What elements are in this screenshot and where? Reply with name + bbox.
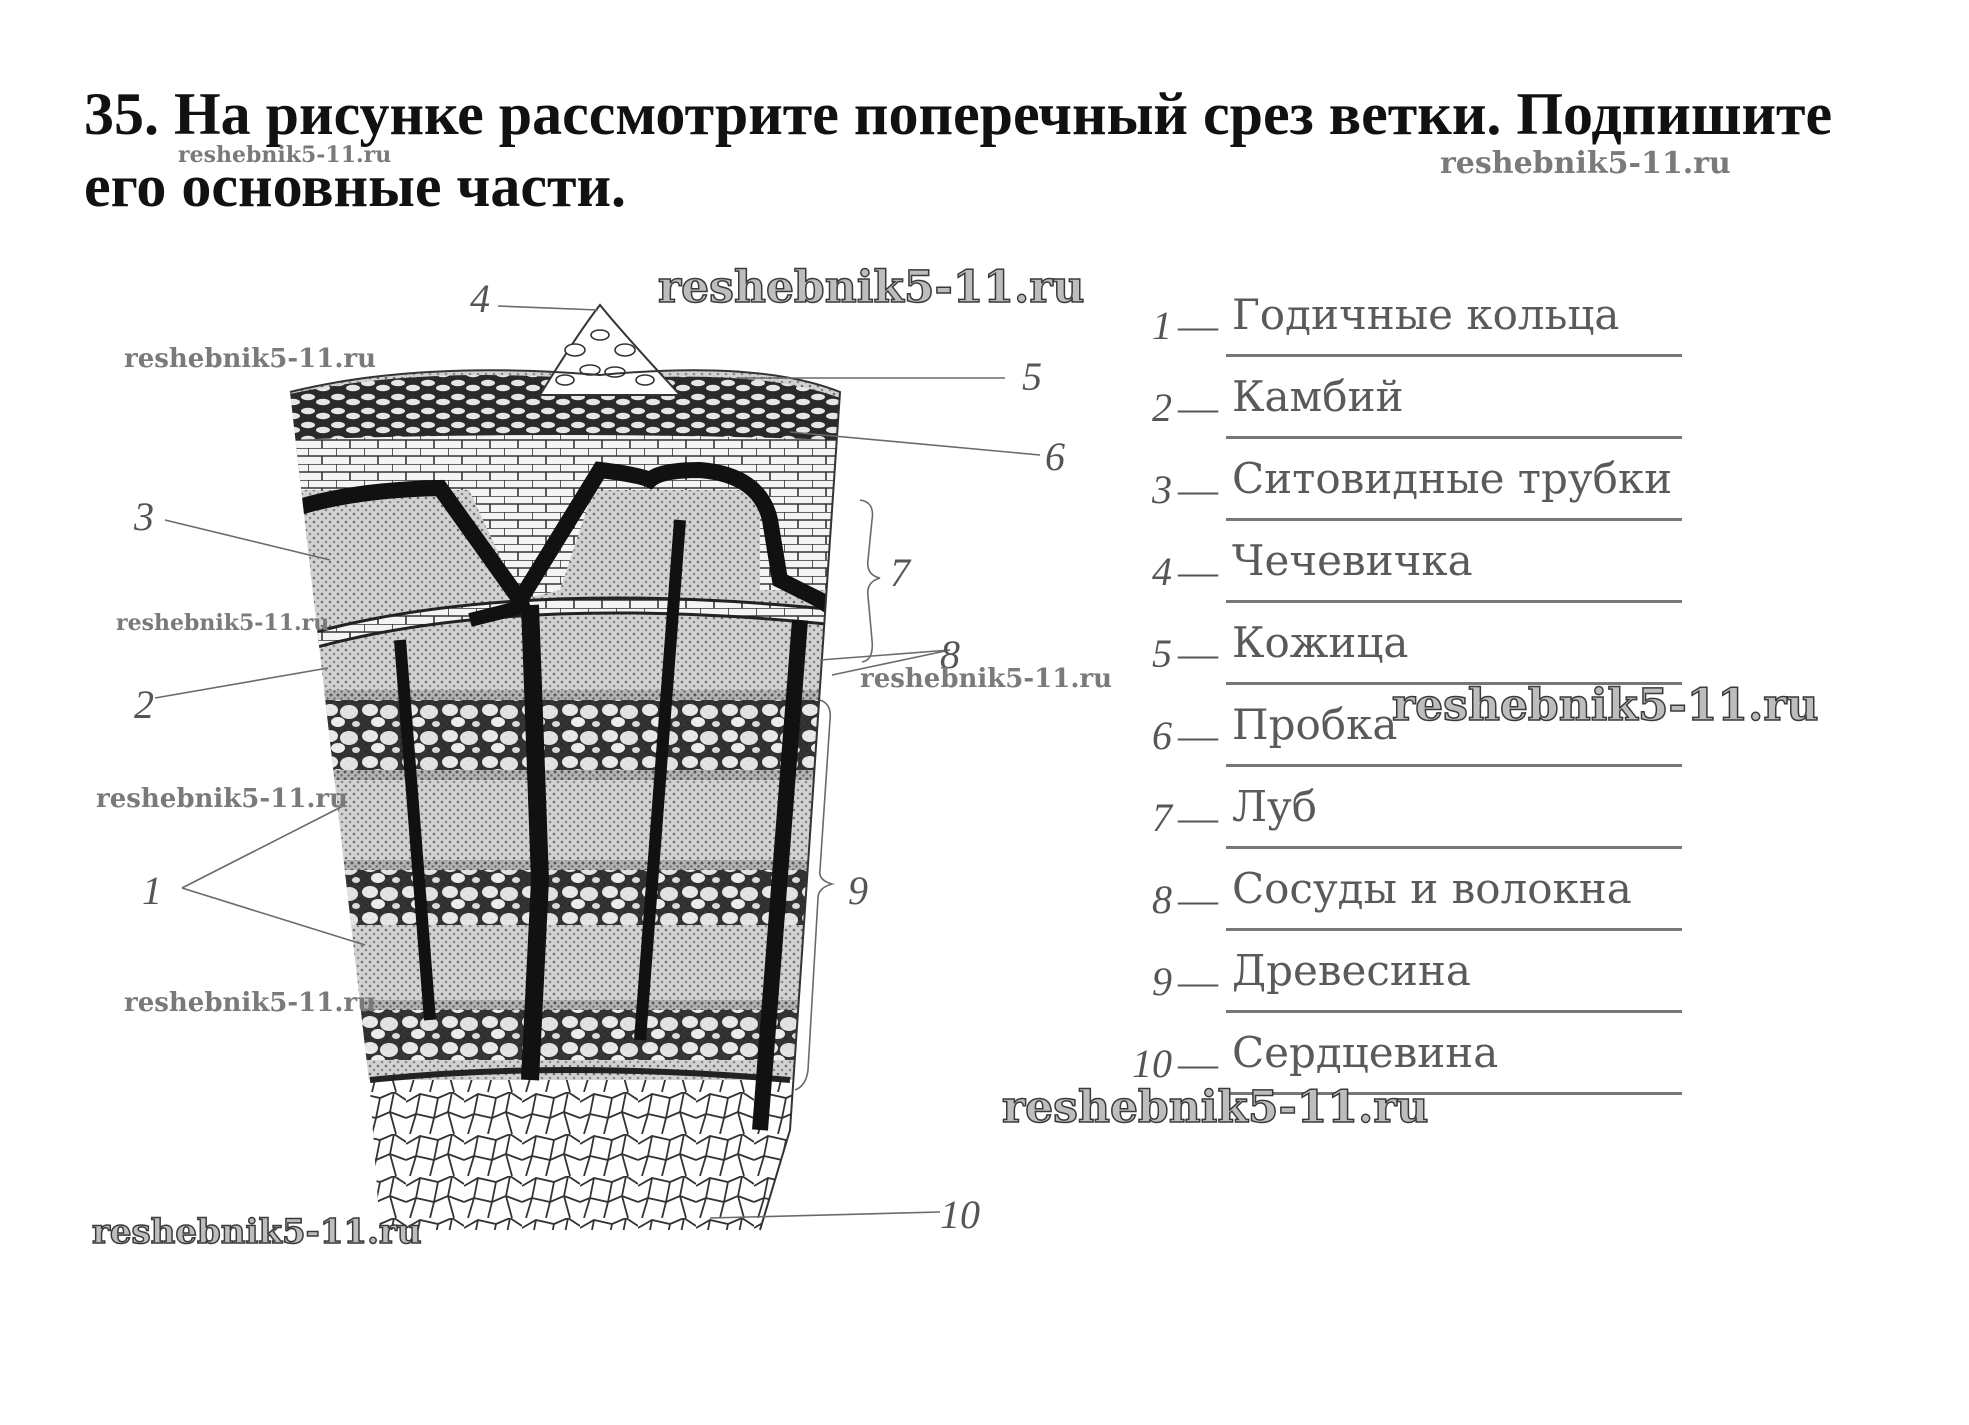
dash: —	[1178, 549, 1218, 594]
bracket-wood	[794, 699, 835, 1091]
watermark: reshebnik5-11.ru	[1001, 1081, 1429, 1134]
answer-underline	[1226, 846, 1682, 849]
answer-number: 4	[1152, 549, 1172, 594]
watermark: reshebnik5-11.ru	[96, 784, 349, 814]
answer-number: 2	[1152, 385, 1172, 430]
diagram-label-8: 8	[940, 632, 960, 677]
answer-row: 4 — Чечевичка	[1092, 526, 1692, 608]
answer-text: Кожица	[1232, 618, 1409, 667]
watermark: reshebnik5-11.ru	[657, 261, 1085, 314]
answer-number: 10	[1132, 1041, 1172, 1086]
dash: —	[1178, 959, 1218, 1004]
dash: —	[1178, 877, 1218, 922]
diagram-label-3: 3	[133, 494, 154, 539]
diagram-label-7: 7	[890, 550, 912, 595]
branch-body	[290, 370, 840, 1230]
diagram-label-1: 1	[142, 868, 162, 913]
dash: —	[1178, 1041, 1218, 1086]
answer-underline	[1226, 1092, 1682, 1095]
diagram-label-6: 6	[1045, 434, 1065, 479]
answer-underline	[1226, 682, 1682, 685]
dash: —	[1178, 631, 1218, 676]
answer-text: Древесина	[1232, 946, 1471, 995]
answer-text: Пробка	[1232, 700, 1398, 749]
dash: —	[1178, 467, 1218, 512]
watermark: reshebnik5-11.ru	[860, 664, 1113, 694]
answer-text: Сердцевина	[1232, 1028, 1499, 1077]
answer-row: 6 — Пробка	[1092, 690, 1692, 772]
lenticel	[538, 303, 683, 396]
watermark: reshebnik5-11.ru	[124, 988, 377, 1018]
answer-text: Ситовидные трубки	[1232, 454, 1673, 503]
answer-number: 5	[1152, 631, 1172, 676]
dash: —	[1178, 713, 1218, 758]
diagram-label-10: 10	[940, 1192, 980, 1237]
answer-text: Сосуды и волокна	[1232, 864, 1632, 913]
bracket-phloem	[859, 499, 881, 663]
answer-row: 10 — Сердцевина	[1092, 1018, 1692, 1100]
answer-list: 1 — Годичные кольца 2 — Камбий 3 — Ситов…	[1092, 280, 1692, 1100]
watermark: reshebnik5-11.ru	[1440, 146, 1731, 181]
answer-row: 5 — Кожица	[1092, 608, 1692, 690]
dash: —	[1178, 385, 1218, 430]
answer-underline	[1226, 518, 1682, 521]
diagram-label-4: 4	[470, 276, 490, 321]
answer-number: 3	[1152, 467, 1172, 512]
watermark: reshebnik5-11.ru	[1391, 679, 1819, 732]
answer-row: 1 — Годичные кольца	[1092, 280, 1692, 362]
watermark: reshebnik5-11.ru	[91, 1211, 422, 1253]
answer-underline	[1226, 436, 1682, 439]
answer-number: 9	[1152, 959, 1172, 1004]
answer-row: 9 — Древесина	[1092, 936, 1692, 1018]
question-title: 35. На рисунке рассмотрите поперечный ср…	[84, 81, 1833, 219]
answer-row: 2 — Камбий	[1092, 362, 1692, 444]
answer-text: Годичные кольца	[1232, 290, 1620, 339]
answer-underline	[1226, 600, 1682, 603]
dash: —	[1178, 303, 1218, 348]
answer-row: 7 — Луб	[1092, 772, 1692, 854]
answer-number: 8	[1152, 877, 1172, 922]
diagram-label-5: 5	[1022, 354, 1042, 399]
answer-underline	[1226, 764, 1682, 767]
answer-underline	[1226, 928, 1682, 931]
diagram-label-2: 2	[134, 682, 154, 727]
answer-underline	[1226, 354, 1682, 357]
answer-text: Камбий	[1232, 372, 1404, 421]
branch-outline	[289, 369, 842, 1231]
answer-number: 6	[1152, 713, 1172, 758]
answer-underline	[1226, 1010, 1682, 1013]
answer-number: 1	[1152, 303, 1172, 348]
diagram-label-9: 9	[848, 868, 868, 913]
watermark: reshebnik5-11.ru	[116, 610, 330, 636]
answer-text: Луб	[1232, 782, 1318, 831]
answer-text: Чечевичка	[1232, 536, 1473, 585]
watermark: reshebnik5-11.ru	[178, 142, 392, 168]
watermark: reshebnik5-11.ru	[124, 344, 377, 374]
answer-row: 3 — Ситовидные трубки	[1092, 444, 1692, 526]
answer-number: 7	[1152, 795, 1172, 840]
answer-row: 8 — Сосуды и волокна	[1092, 854, 1692, 936]
leader-lines	[154, 305, 1041, 1219]
dash: —	[1178, 795, 1218, 840]
